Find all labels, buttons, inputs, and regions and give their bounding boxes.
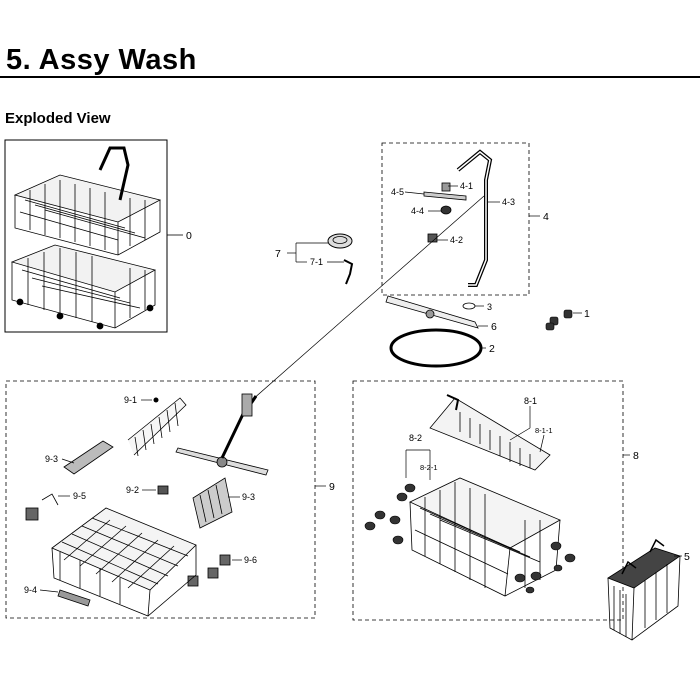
wash-arm-assembly-box	[381, 142, 530, 296]
part-9-1-clip	[153, 397, 159, 403]
label-9-1: 9-1	[124, 395, 137, 405]
connector-4-to-9	[251, 195, 485, 401]
lower-rack-wheels	[364, 483, 576, 594]
part-1-wheels	[545, 309, 573, 331]
filter-cap-illustration	[327, 233, 354, 285]
label-7-leaders	[287, 242, 344, 263]
label-9-3-left: 9-3	[45, 454, 58, 464]
label-4-3: 4-3	[502, 197, 515, 207]
label-9-6: 9-6	[244, 555, 257, 565]
label-8-1-1: 8-1-1	[535, 426, 553, 435]
part-3-washer	[462, 302, 476, 310]
dishwasher-rack-assembly-illustration	[10, 146, 162, 330]
label-4-4: 4-4	[411, 206, 424, 216]
label-9-4: 9-4	[24, 585, 37, 595]
label-8-1: 8-1	[524, 396, 537, 406]
label-8-2: 8-2	[409, 433, 422, 443]
label-2: 2	[489, 343, 495, 355]
label-9-2: 9-2	[126, 485, 139, 495]
label-5: 5	[684, 551, 690, 563]
part-5-cutlery-basket	[607, 538, 681, 641]
label-4: 4	[543, 211, 549, 223]
label-7: 7	[275, 248, 281, 260]
lower-rack-leaders	[405, 406, 630, 480]
upper-rack-leaders	[39, 399, 326, 593]
label-7-1: 7-1	[310, 257, 323, 267]
upper-rack-illustration	[25, 393, 269, 617]
label-4-5: 4-5	[391, 187, 404, 197]
label-9: 9	[329, 481, 335, 493]
label-6: 6	[491, 321, 497, 333]
label-3: 3	[487, 302, 492, 312]
label-8-2-1: 8-2-1	[420, 463, 438, 472]
label-1: 1	[584, 308, 590, 320]
wash-arm-tube-illustration	[423, 149, 493, 287]
part-6-lower-spray-arm	[385, 295, 479, 329]
wash-arm-leaders	[404, 185, 540, 241]
label-0: 0	[186, 230, 192, 242]
label-9-3-right: 9-3	[242, 492, 255, 502]
upper-rack-box	[5, 380, 316, 619]
label-8: 8	[633, 450, 639, 462]
title-rule	[0, 76, 700, 78]
page-title: 5. Assy Wash	[6, 44, 197, 76]
section-subtitle: Exploded View	[5, 110, 111, 127]
assembly-box	[4, 139, 168, 333]
label-9-5: 9-5	[73, 491, 86, 501]
part-2-gasket-ring	[389, 328, 483, 368]
lower-rack-illustration	[409, 394, 561, 597]
label-4-2: 4-2	[450, 235, 463, 245]
lower-rack-box	[352, 380, 624, 621]
label-4-1: 4-1	[460, 181, 473, 191]
